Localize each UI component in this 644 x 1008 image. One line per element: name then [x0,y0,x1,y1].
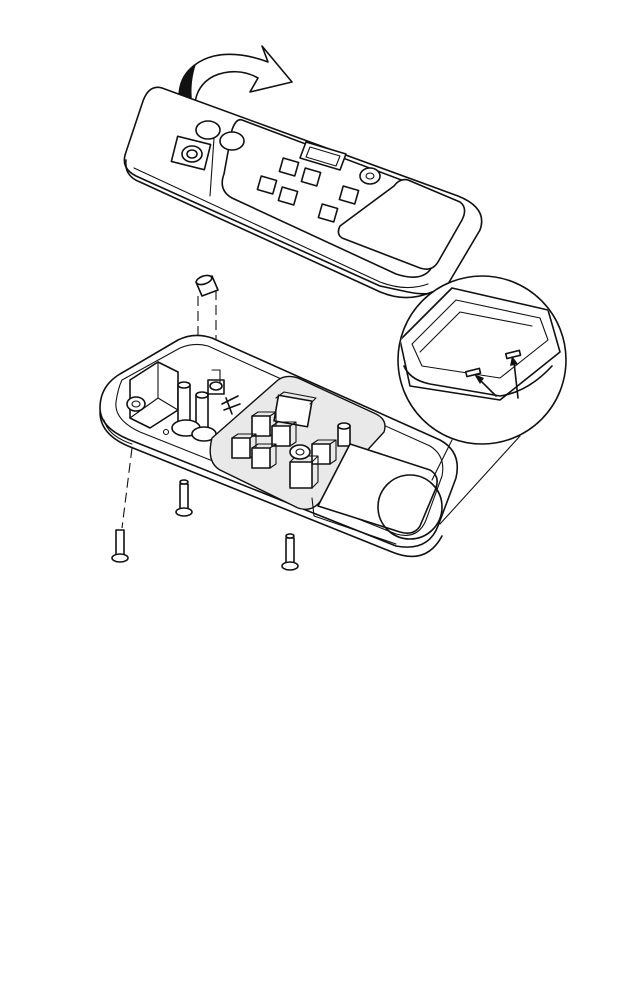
screw [112,448,132,562]
screw [282,534,298,570]
screw [176,480,192,516]
remote-top-cover [124,87,481,297]
